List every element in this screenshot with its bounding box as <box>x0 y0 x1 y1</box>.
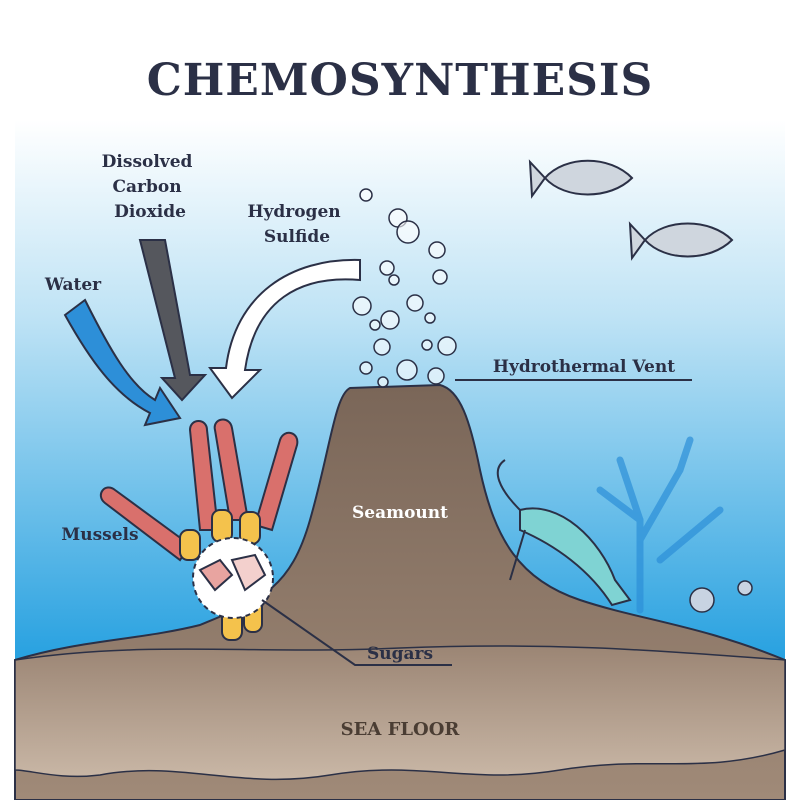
shrimp <box>496 459 632 607</box>
page-title: CHEMOSYNTHESIS <box>147 55 654 106</box>
label-co2: Dissolved Carbon Dioxide <box>102 152 199 222</box>
bubbles <box>352 188 457 388</box>
label-sea-floor: SEA FLOOR <box>341 719 461 740</box>
sea-floor <box>14 645 786 781</box>
mussels <box>99 418 299 641</box>
label-mussels: Mussels <box>61 525 138 545</box>
h2s-arrow <box>208 258 361 400</box>
starfish <box>689 580 753 613</box>
coral <box>596 436 724 614</box>
label-water: Water <box>44 275 102 295</box>
label-h2s: Hydrogen Sulfide <box>247 202 346 247</box>
label-hydrothermal-vent: Hydrothermal Vent <box>493 357 675 377</box>
label-seamount: Seamount <box>352 503 448 523</box>
co2-arrow <box>138 239 208 402</box>
sugars-leader <box>261 599 452 666</box>
water-arrow <box>63 298 182 427</box>
fish <box>528 159 734 261</box>
label-sugars: Sugars <box>367 644 433 664</box>
